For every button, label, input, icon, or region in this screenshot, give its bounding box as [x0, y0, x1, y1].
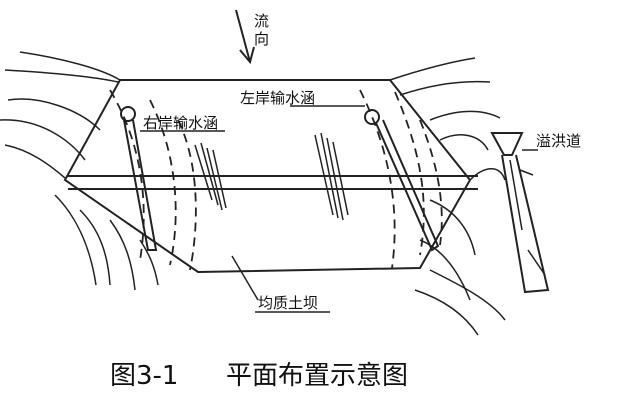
right-culvert-label: 右岸输水涵 [143, 114, 218, 132]
dam-outline [63, 79, 472, 274]
caption-number: 图3-1 [110, 361, 178, 391]
flow-arrow [235, 9, 255, 65]
caption-title: 平面布置示意图 [226, 361, 408, 391]
left-bank-culvert [359, 89, 443, 269]
slope-hatching-right [314, 132, 349, 221]
flow-label-2: 向 [254, 30, 269, 48]
slope-hatching-left [194, 142, 227, 211]
dam-leader [231, 255, 259, 301]
spillway [490, 132, 550, 294]
right-bank-culvert [109, 89, 197, 271]
left-culvert-label: 左岸输水涵 [240, 89, 315, 107]
spillway-label: 溢洪道 [536, 132, 581, 150]
left-contours [0, 51, 159, 291]
right-contours [389, 57, 506, 336]
dam-label: 均质土坝 [258, 294, 318, 312]
flow-label-1: 流 [254, 12, 269, 30]
